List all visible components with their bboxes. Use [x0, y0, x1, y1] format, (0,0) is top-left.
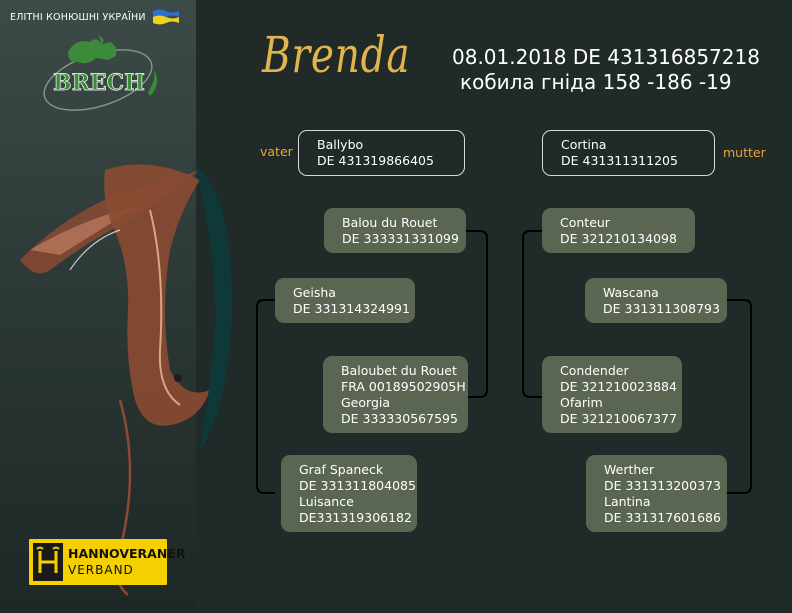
ds-dam-id: DE 321210067377 [560, 411, 677, 426]
dd-dam-id: DE 331317601686 [604, 510, 721, 525]
dam-box: Cortina DE 431311311205 [542, 130, 715, 176]
ds-dam-name: Ofarim [560, 395, 603, 410]
sire-sire-id: DE 333331331099 [342, 231, 459, 246]
sire-name: Ballybo [317, 137, 364, 152]
horse-details: кобила гніда 158 -186 -19 [460, 70, 732, 94]
sd-dam-id: DE331319306182 [299, 510, 412, 525]
sire-dam-name: Geisha [293, 285, 336, 300]
dam-dam-box: Wascana DE 331311308793 [585, 278, 727, 323]
sire-dam-box: Geisha DE 331314324991 [275, 278, 415, 323]
horse-date-id: 08.01.2018 DE 431316857218 [452, 45, 760, 69]
dd-dam-name: Lantina [604, 494, 651, 509]
dam-dam-parents-box: Werther DE 331313200373 Lantina DE 33131… [586, 455, 727, 532]
dam-sire-parents-box: Condender DE 321210023884 Ofarim DE 3212… [542, 356, 682, 433]
ss-sire-name: Baloubet du Rouet [341, 363, 457, 378]
dam-side-label: mutter [723, 145, 766, 160]
sire-dam-id: DE 331314324991 [293, 301, 410, 316]
dd-sire-id: DE 331313200373 [604, 478, 721, 493]
sire-side-label: vater [260, 144, 293, 159]
dam-sire-name: Conteur [560, 215, 610, 230]
ss-dam-name: Georgia [341, 395, 391, 410]
hannoveraner-badge: HANNOVERANER VERBAND [29, 539, 186, 585]
association-name: HANNOVERANER [68, 546, 186, 561]
ss-sire-id: FRA 00189502905H [341, 379, 466, 394]
dam-dam-id: DE 331311308793 [603, 301, 720, 316]
hannoveraner-brand-icon [33, 543, 63, 581]
dam-id: DE 431311311205 [561, 153, 678, 168]
dam-dam-name: Wascana [603, 285, 659, 300]
sd-sire-id: DE 331311804085 [299, 478, 416, 493]
sd-dam-name: Luisance [299, 494, 354, 509]
dam-sire-id: DE 321210134098 [560, 231, 677, 246]
ukraine-flag-icon [153, 9, 179, 25]
sire-sire-parents-box: Baloubet du Rouet FRA 00189502905H Georg… [323, 356, 468, 433]
sire-sire-name: Balou du Rouet [342, 215, 438, 230]
horse-name: Brenda [262, 26, 411, 84]
association-sub: VERBAND [68, 563, 134, 577]
dd-sire-name: Werther [604, 462, 655, 477]
logo-text: BRECH [53, 70, 145, 96]
brech-logo-icon: BRECH [43, 34, 158, 111]
dam-name: Cortina [561, 137, 607, 152]
sire-sire-box: Balou du Rouet DE 333331331099 [324, 208, 466, 253]
sire-dam-parents-box: Graf Spaneck DE 331311804085 Luisance DE… [281, 455, 417, 532]
ds-sire-id: DE 321210023884 [560, 379, 677, 394]
ss-dam-id: DE 333330567595 [341, 411, 458, 426]
sire-id: DE 431319866405 [317, 153, 434, 168]
dam-sire-box: Conteur DE 321210134098 [542, 208, 695, 253]
stable-tag: ЕЛІТНІ КОНЮШНІ УКРАЇНИ [10, 12, 146, 23]
sd-sire-name: Graf Spaneck [299, 462, 384, 477]
ds-sire-name: Condender [560, 363, 629, 378]
sire-box: Ballybo DE 431319866405 [298, 130, 465, 176]
